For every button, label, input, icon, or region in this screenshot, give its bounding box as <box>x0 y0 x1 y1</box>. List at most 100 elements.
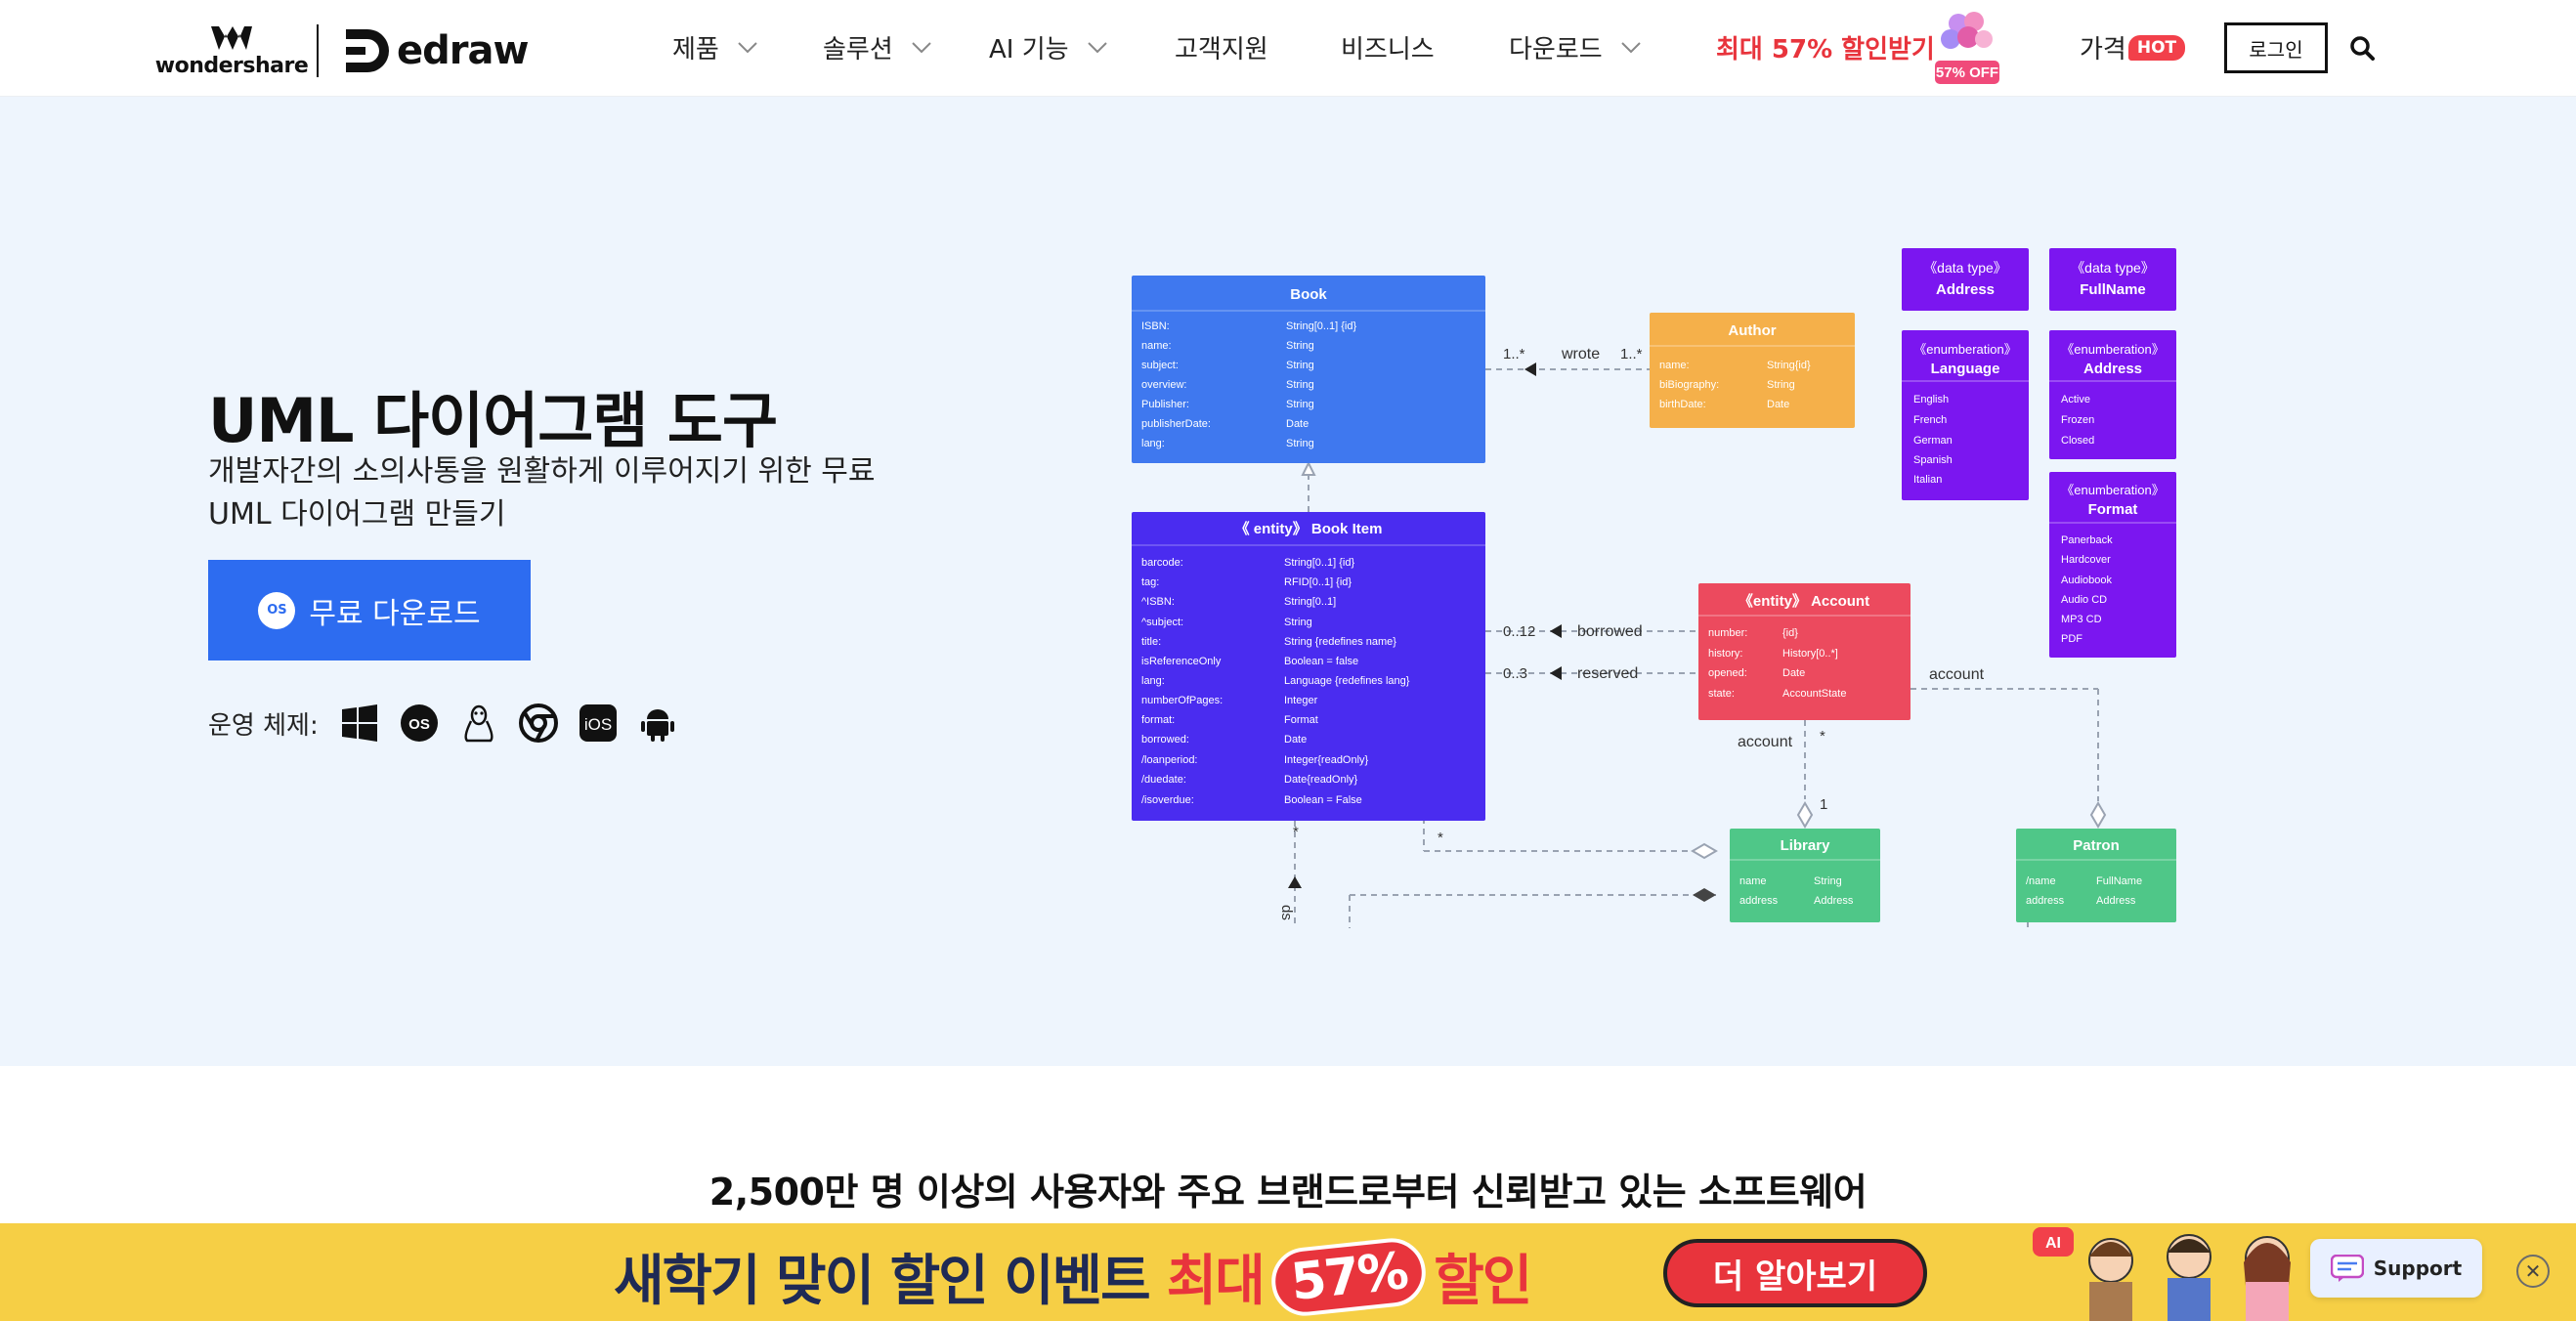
svg-text:number:: number: <box>1708 627 1747 639</box>
svg-text:publisherDate:: publisherDate: <box>1141 418 1211 430</box>
svg-text:《data type》: 《data type》 <box>2071 260 2155 276</box>
banner-title-red: 최대 <box>1166 1250 1266 1313</box>
edraw-mark-icon <box>346 29 389 72</box>
chrome-icon[interactable] <box>518 703 558 743</box>
svg-text:Hardcover: Hardcover <box>2061 554 2111 566</box>
site-header: wondershare edraw 제품 솔루션 AI 기능 고객지원 비즈니스… <box>0 0 2576 97</box>
windows-icon[interactable] <box>340 703 379 743</box>
svg-text:/isoverdue:: /isoverdue: <box>1141 794 1194 806</box>
banner-discount-pill: 57% <box>1267 1234 1430 1319</box>
trust-heading: 2,500만 명 이상의 사용자와 주요 브랜드로부터 신뢰받고 있는 소프트웨… <box>708 1171 1868 1214</box>
svg-text:lang:: lang: <box>1141 438 1165 449</box>
balloons-icon[interactable]: 57% OFF <box>1931 10 2003 86</box>
svg-text:Address: Address <box>2083 361 2142 377</box>
svg-text:MP3 CD: MP3 CD <box>2061 614 2102 625</box>
nav-download[interactable]: 다운로드 <box>1509 29 1642 65</box>
svg-text:history:: history: <box>1708 648 1742 660</box>
uml-label: 1..* <box>1620 346 1643 362</box>
uml-direction-arrow <box>1288 876 1302 888</box>
svg-text:《data type》: 《data type》 <box>1923 260 2007 276</box>
svg-text:birthDate:: birthDate: <box>1659 399 1706 410</box>
banner-students-illustration: AI <box>2033 1227 2291 1321</box>
search-icon[interactable] <box>2349 35 2375 61</box>
svg-text:Date: Date <box>1782 667 1805 679</box>
svg-text:String[0..1] {id}: String[0..1] {id} <box>1286 320 1356 332</box>
svg-text:state:: state: <box>1708 688 1735 700</box>
uml-class-account: 《entity》 Account number:{id} history:His… <box>1698 583 1911 720</box>
uml-aggregation-diamond <box>1796 801 1814 829</box>
nav-business[interactable]: 비즈니스 <box>1341 29 1435 65</box>
chevron-down-icon <box>738 41 757 53</box>
svg-text:String: String <box>1286 340 1314 352</box>
svg-text:String: String <box>1286 360 1314 371</box>
svg-text:subject:: subject: <box>1141 360 1179 371</box>
svg-text:^ISBN:: ^ISBN: <box>1141 596 1175 608</box>
banner-ai-tag: AI <box>2045 1235 2061 1252</box>
nav-products[interactable]: 제품 <box>672 29 758 65</box>
svg-text:Language: Language <box>1931 361 2000 377</box>
uml-direction-arrow <box>1550 624 1562 638</box>
svg-text:FullName: FullName <box>2096 875 2142 887</box>
svg-text:《enumberation》: 《enumberation》 <box>1913 342 2017 357</box>
uml-label: wrote <box>1561 346 1600 362</box>
svg-text:String: String <box>1284 617 1312 628</box>
brand-logo[interactable]: wondershare edraw <box>155 23 529 78</box>
svg-text:name:: name: <box>1659 360 1690 371</box>
svg-text:Frozen: Frozen <box>2061 414 2094 426</box>
svg-text:FullName: FullName <box>2080 281 2146 298</box>
linux-icon[interactable] <box>459 703 498 743</box>
nav-pricing[interactable]: 가격 HOT <box>2080 29 2186 65</box>
svg-text:borrowed:: borrowed: <box>1141 734 1189 746</box>
nav-promo[interactable]: 최대 57% 할인받기 <box>1716 29 1935 65</box>
nav-products-label: 제품 <box>672 35 719 64</box>
svg-text:Spanish: Spanish <box>1913 454 1953 466</box>
android-icon[interactable] <box>638 703 677 743</box>
uml-direction-arrow <box>1550 666 1562 680</box>
uml-aggregation-diamond <box>2089 801 2107 829</box>
macos-icon[interactable]: OS <box>400 703 439 743</box>
uml-datatype-address: 《data type》 Address <box>1902 248 2029 311</box>
svg-text:《enumberation》: 《enumberation》 <box>2061 483 2165 497</box>
brand-divider <box>317 24 319 77</box>
uml-enum-format: 《enumberation》 Format Panerback Hardcove… <box>2049 472 2176 658</box>
svg-text:{id}: {id} <box>1782 627 1798 639</box>
banner-learn-more-button[interactable]: 더 알아보기 <box>1663 1239 1927 1307</box>
svg-text:name:: name: <box>1141 340 1172 352</box>
uml-label: reserved <box>1577 665 1638 682</box>
ios-icon[interactable]: iOS <box>579 703 618 743</box>
nav-ai[interactable]: AI 기능 <box>989 29 1108 65</box>
nav-support[interactable]: 고객지원 <box>1175 29 1268 65</box>
uml-connectors <box>1294 368 2099 928</box>
login-button[interactable]: 로그인 <box>2224 22 2328 73</box>
svg-text:《enumberation》: 《enumberation》 <box>2061 342 2165 357</box>
uml-association-labels: 1..* wrote 1..* 0..12 borrowed 0..3 rese… <box>1278 346 1985 920</box>
svg-text:iOS: iOS <box>584 715 612 734</box>
svg-text:Boolean = False: Boolean = False <box>1284 794 1362 806</box>
svg-text:numberOfPages:: numberOfPages: <box>1141 695 1223 706</box>
close-icon[interactable]: ✕ <box>2516 1255 2550 1288</box>
svg-text:Address: Address <box>1814 895 1854 907</box>
svg-text:/loanperiod:: /loanperiod: <box>1141 754 1198 766</box>
uml-label: 1..* <box>1503 346 1525 362</box>
promo-banner[interactable]: 새학기 맞이 할인 이벤트 최대 57% 할인 더 알아보기 AI Suppor… <box>0 1223 2576 1321</box>
uml-label: 0..3 <box>1503 665 1527 682</box>
download-button-label: 무료 다운로드 <box>309 596 481 631</box>
page-title: UML 다이어그램 도구 <box>208 385 778 456</box>
svg-text:String: String <box>1814 875 1842 887</box>
nav-solutions[interactable]: 솔루션 <box>823 29 932 65</box>
svg-text:Date: Date <box>1286 418 1309 430</box>
svg-text:French: French <box>1913 414 1947 426</box>
nav-solutions-label: 솔루션 <box>823 35 893 64</box>
svg-text:Library: Library <box>1781 837 1831 854</box>
svg-text:Panerback: Panerback <box>2061 534 2113 546</box>
chat-icon <box>2330 1255 2364 1282</box>
svg-text:《 entity》 Book Item: 《 entity》 Book Item <box>1235 520 1383 537</box>
svg-text:Active: Active <box>2061 394 2090 405</box>
svg-text:/name: /name <box>2026 875 2056 887</box>
svg-text:Integer: Integer <box>1284 695 1318 706</box>
uml-label: 0..12 <box>1503 623 1535 640</box>
support-button[interactable]: Support <box>2310 1239 2482 1298</box>
download-button[interactable]: OS 무료 다운로드 <box>208 560 531 660</box>
